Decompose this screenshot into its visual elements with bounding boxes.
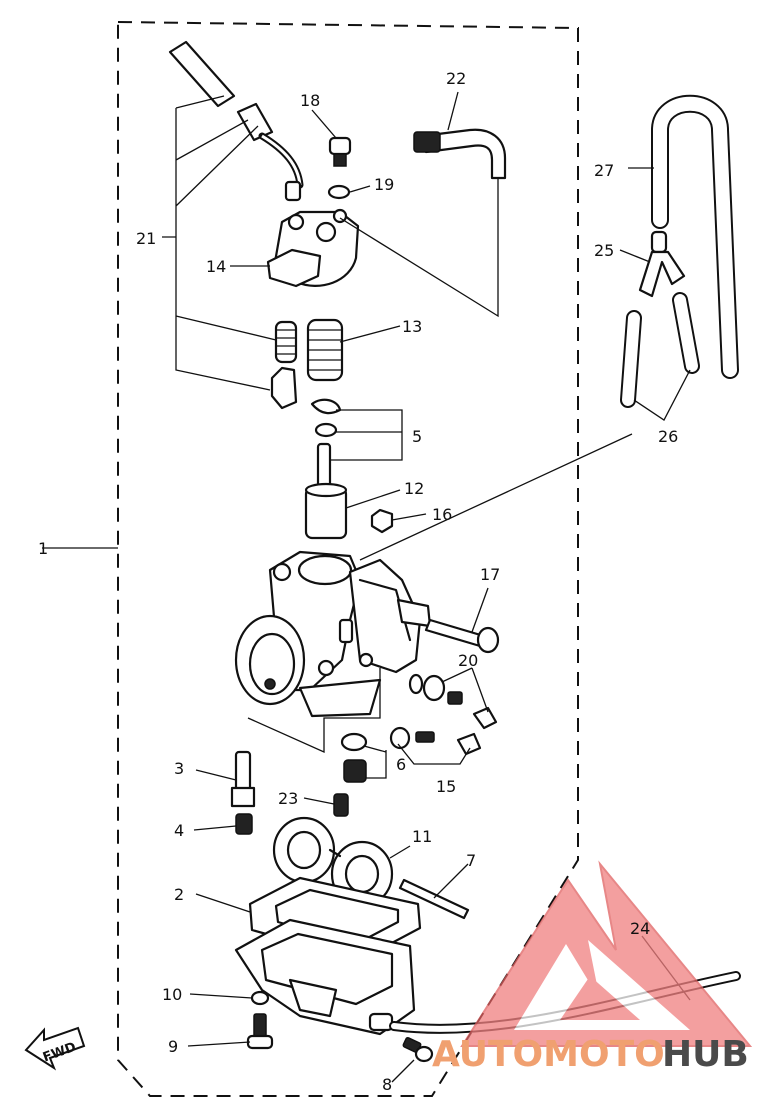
plug-6 [343, 759, 367, 783]
needle-washer [314, 422, 338, 438]
carburetor-body [234, 550, 432, 718]
air-screw-group [408, 673, 498, 730]
part-number-27: 27 [594, 161, 614, 180]
throttle-valve [304, 482, 348, 540]
throttle-stop-screw [424, 618, 500, 654]
part-number-6: 6 [396, 755, 406, 774]
part-number-11: 11 [412, 827, 432, 846]
watermark-text-b: HUB [662, 1034, 749, 1075]
washer-6 [340, 732, 368, 752]
drain-screw-8 [402, 1036, 434, 1063]
part-number-5: 5 [412, 427, 422, 446]
part-number-18: 18 [300, 91, 320, 110]
springs [274, 318, 344, 382]
pilot-screw-group [389, 726, 482, 756]
part-number-19: 19 [374, 175, 394, 194]
washer-10 [250, 990, 270, 1006]
needle-clip [310, 398, 342, 415]
part-number-12: 12 [404, 479, 424, 498]
part-number-labels: 1 2 3 4 5 6 7 8 9 10 11 12 13 14 15 16 1… [38, 69, 678, 1094]
part-number-1: 1 [38, 539, 48, 558]
float-pin [398, 878, 470, 920]
leader-lines [42, 91, 691, 1083]
part-number-9: 9 [168, 1037, 178, 1056]
cable-holder [270, 366, 298, 410]
part-number-22: 22 [446, 69, 466, 88]
part-number-10: 10 [162, 985, 182, 1004]
mixing-chamber-cap [266, 208, 360, 288]
vent-pipe [413, 128, 507, 180]
pilot-jet [333, 793, 349, 817]
part-number-24: 24 [630, 919, 650, 938]
part-number-15: 15 [436, 777, 456, 796]
watermark-text-a: AUTOMOTO [432, 1034, 665, 1075]
part-number-20: 20 [458, 651, 478, 670]
nut [370, 508, 394, 534]
part-number-26: 26 [658, 427, 678, 446]
part-number-3: 3 [174, 759, 184, 778]
main-jet [235, 813, 253, 835]
hose-joint-25 [638, 230, 686, 298]
part-number-16: 16 [432, 505, 452, 524]
part-number-7: 7 [466, 851, 476, 870]
top-screw [328, 136, 352, 167]
part-number-2: 2 [174, 885, 184, 904]
assembly-boundary [117, 20, 579, 1097]
part-number-13: 13 [402, 317, 422, 336]
part-number-23: 23 [278, 789, 298, 808]
watermark-logo [460, 860, 753, 1047]
throttle-cable-parts [168, 40, 304, 202]
float-chamber [234, 918, 416, 1036]
part-number-25: 25 [594, 241, 614, 260]
part-number-8: 8 [382, 1075, 392, 1094]
part-number-4: 4 [174, 821, 184, 840]
top-washer [327, 184, 351, 200]
part-number-17: 17 [480, 565, 500, 584]
part-number-21: 21 [136, 229, 156, 248]
screw-9 [246, 1013, 274, 1050]
fwd-arrow-icon: FWD [24, 1026, 86, 1071]
needle-jet [230, 750, 256, 808]
part-number-14: 14 [206, 257, 226, 276]
